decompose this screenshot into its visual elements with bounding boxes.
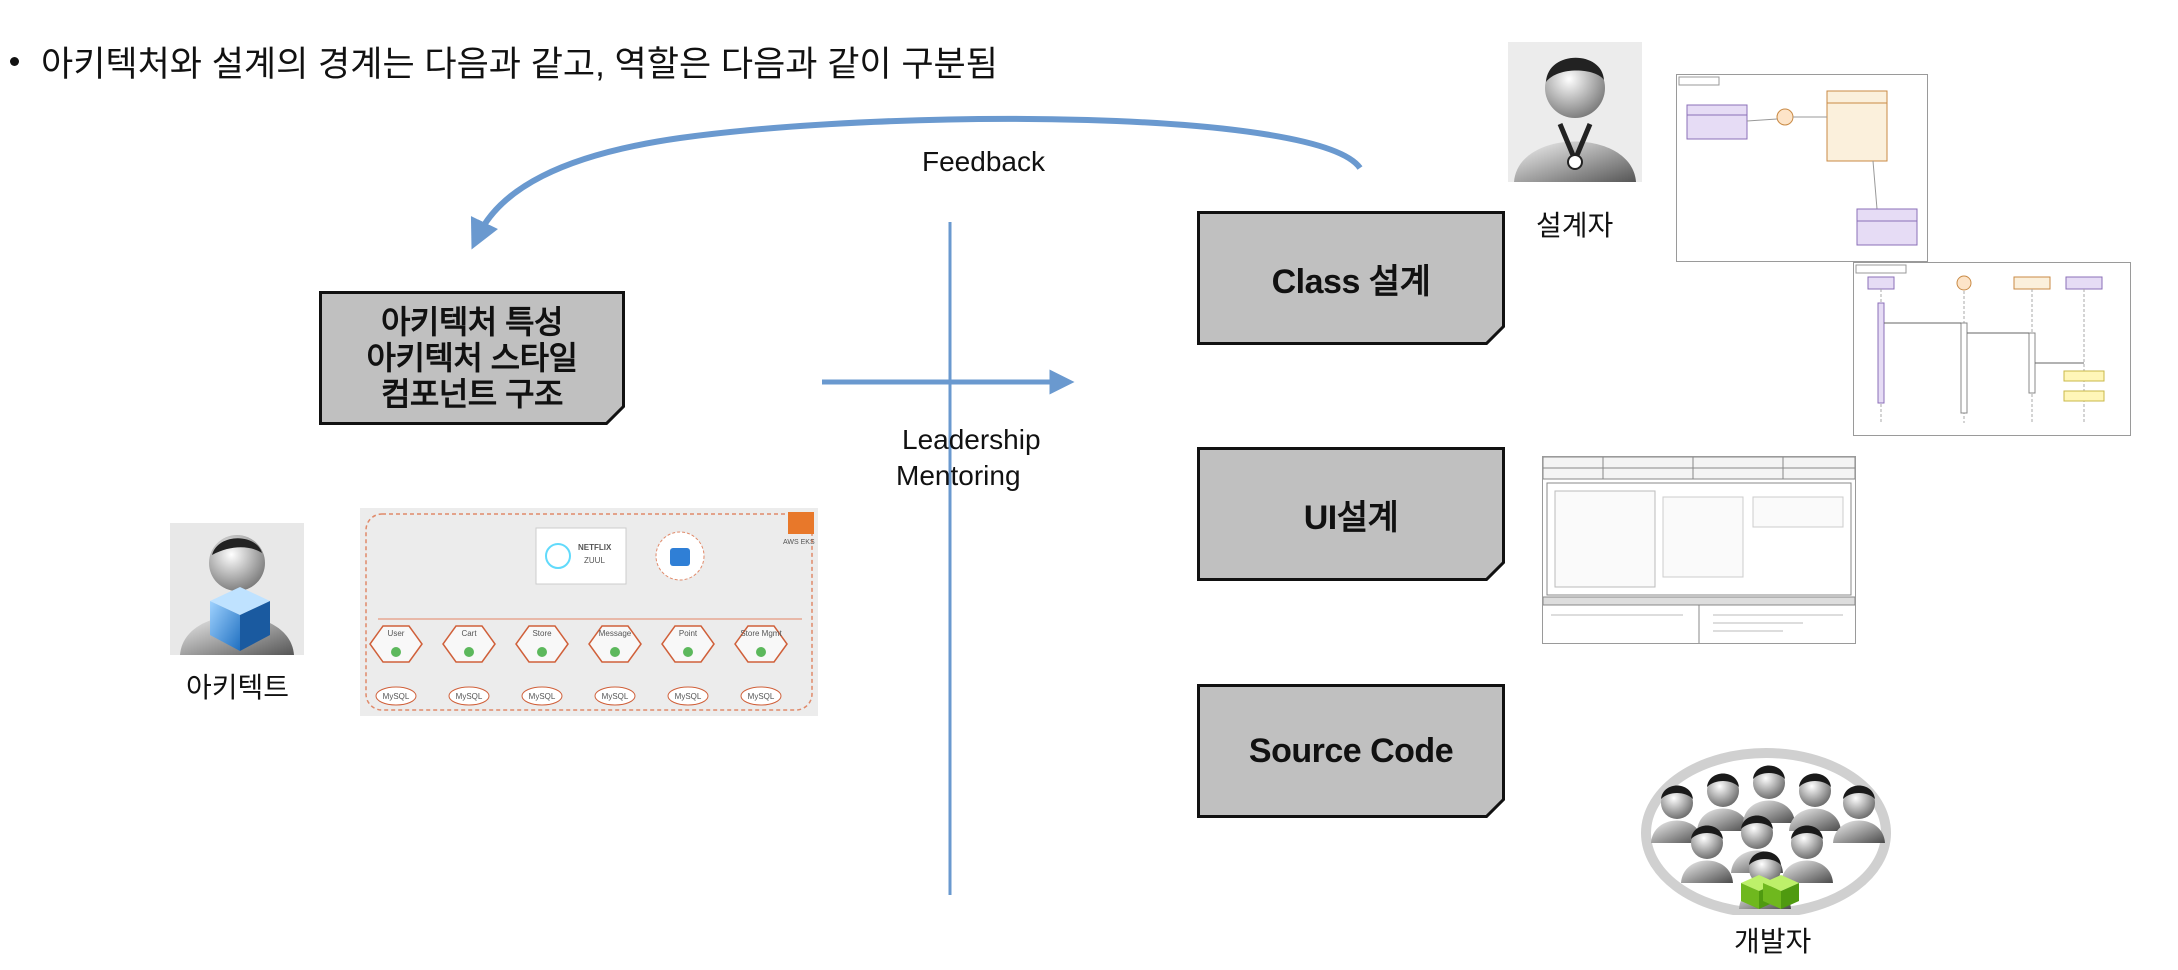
- gateway-name: ZUUL: [584, 556, 605, 565]
- developer-head: [1741, 817, 1773, 849]
- developer-hair: [1753, 765, 1785, 779]
- source-code-box: Source Code: [1197, 684, 1505, 818]
- developer-head: [1707, 775, 1739, 807]
- developer-head: [1753, 767, 1785, 799]
- designer-person-icon: [1508, 42, 1642, 182]
- spring-icon: [610, 647, 620, 657]
- database-label: MySQL: [602, 692, 629, 701]
- class-diagram-graphic: [1678, 76, 1918, 246]
- developer-head: [1791, 827, 1823, 859]
- class-design-label: Class 설계: [1271, 262, 1431, 301]
- leadership-label: Leadership: [902, 424, 1041, 455]
- database-icon: [448, 686, 490, 706]
- developer-hair: [1741, 815, 1773, 829]
- ui-design-box: UI설계: [1197, 447, 1505, 581]
- folded-corner-icon: [1485, 798, 1505, 818]
- developer-hair: [1661, 785, 1693, 799]
- bullet-text: 아키텍처와 설계의 경계는 다음과 같고, 역할은 다음과 같이 구분됨: [41, 45, 998, 84]
- architecture-box-line1: 아키텍처 특성: [380, 304, 564, 340]
- ui-spec-thumbnail: [1542, 456, 1856, 644]
- service-hexagon: [515, 625, 569, 663]
- developer-hair: [1791, 825, 1823, 839]
- developer-head: [1799, 775, 1831, 807]
- service-hexagon: [588, 625, 642, 663]
- developer-body: [1833, 820, 1885, 843]
- database-icon: [521, 686, 563, 706]
- folded-corner-icon: [1485, 561, 1505, 581]
- spring-icon: [391, 647, 401, 657]
- slide-bullet: 아키텍처와 설계의 경계는 다음과 같고, 역할은 다음과 같이 구분됨: [6, 36, 998, 87]
- service-label: Message: [599, 629, 632, 638]
- service-hexagon: [369, 625, 423, 663]
- developer-body: [1651, 820, 1703, 843]
- developer-head: [1691, 827, 1723, 859]
- service-hexagon: [442, 625, 496, 663]
- database-label: MySQL: [748, 692, 775, 701]
- spring-icon: [683, 647, 693, 657]
- class-design-box: Class 설계: [1197, 211, 1505, 345]
- developer-body: [1681, 860, 1733, 883]
- folded-corner-icon: [605, 405, 625, 425]
- spring-icon: [537, 647, 547, 657]
- architect-person-icon: [170, 523, 304, 655]
- mentoring-label: Mentoring: [896, 460, 1021, 491]
- architecture-box-line3: 컴포넌트 구조: [380, 376, 564, 412]
- sequence-diagram-graphic: [1855, 264, 2105, 423]
- database-icon: [667, 686, 709, 706]
- database-icon: [594, 686, 636, 706]
- developer-label: 개발자: [1734, 926, 1812, 957]
- service-label: Store: [532, 629, 552, 638]
- service-label: Cart: [461, 629, 477, 638]
- architecture-box: 아키텍처 특성 아키텍처 스타일 컴포넌트 구조: [319, 291, 625, 425]
- database-label: MySQL: [383, 692, 410, 701]
- database-icon: [740, 686, 782, 706]
- service-hexagon: [661, 625, 715, 663]
- folded-corner-icon: [1485, 325, 1505, 345]
- source-code-label: Source Code: [1248, 731, 1454, 770]
- service-label: User: [388, 629, 405, 638]
- architect-label: 아키텍트: [186, 672, 290, 703]
- class-diagram-thumbnail: [1676, 74, 1928, 262]
- developer-hair: [1843, 785, 1875, 799]
- developer-hair: [1749, 851, 1781, 865]
- designer-label: 설계자: [1536, 210, 1614, 241]
- bullet-dot-icon: [10, 57, 19, 66]
- service-label: Store Mgmt: [740, 629, 782, 638]
- service-hexagon: [734, 625, 788, 663]
- developer-body: [1697, 808, 1749, 831]
- developer-head: [1661, 787, 1693, 819]
- sequence-diagram-thumbnail: [1853, 262, 2131, 436]
- ui-spec-graphic: [1543, 457, 1855, 643]
- gateway-brand: NETFLIX: [578, 543, 612, 552]
- architecture-box-line2: 아키텍처 스타일: [366, 340, 578, 376]
- database-label: MySQL: [529, 692, 556, 701]
- database-label: MySQL: [456, 692, 483, 701]
- service-label: Point: [679, 629, 698, 638]
- database-icon: [375, 686, 417, 706]
- developer-hair: [1707, 773, 1739, 787]
- developer-group-icon: [1641, 748, 1891, 915]
- spring-icon: [756, 647, 766, 657]
- developer-head: [1843, 787, 1875, 819]
- feedback-arrow: [470, 115, 1363, 250]
- eks-badge: AWS EKS: [783, 539, 815, 546]
- feedback-label: Feedback: [922, 146, 1045, 177]
- developer-hair: [1691, 825, 1723, 839]
- database-label: MySQL: [675, 692, 702, 701]
- developer-body: [1781, 860, 1833, 883]
- spring-icon: [464, 647, 474, 657]
- ui-design-label: UI설계: [1303, 498, 1399, 537]
- developer-hair: [1799, 773, 1831, 787]
- developer-body: [1789, 808, 1841, 831]
